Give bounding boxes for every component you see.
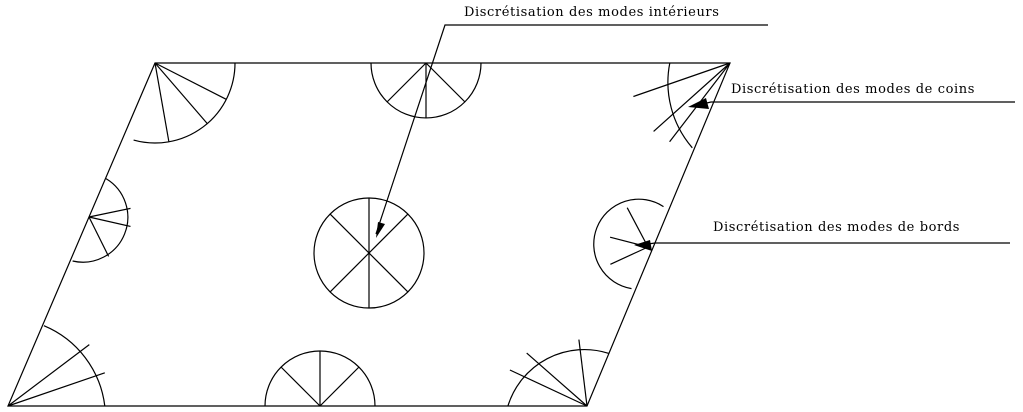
corner-mode-bottom-left	[7, 325, 106, 407]
corner-mode-bottom-right	[507, 339, 609, 407]
corner-mode-top-right	[633, 62, 731, 149]
edge-mode-left	[72, 178, 131, 263]
edge-mode-bottom	[264, 350, 376, 407]
edge-mode-top	[370, 62, 482, 119]
label-corner-modes: Discrétisation des modes de coins	[731, 82, 975, 97]
leader-edge	[640, 242, 1010, 246]
label-edge-modes: Discrétisation des modes de bords	[713, 220, 960, 235]
arrowhead-interior	[376, 222, 385, 238]
corner-mode-top-left	[133, 62, 236, 144]
edge-mode-right	[593, 198, 664, 290]
arrowhead-corner	[688, 98, 709, 109]
label-interior-modes: Discrétisation des modes intérieurs	[464, 5, 720, 20]
leader-corner	[693, 101, 1015, 107]
arrowhead-edge	[634, 240, 652, 251]
interior-mode	[313, 197, 425, 309]
leader-interior	[375, 24, 768, 235]
